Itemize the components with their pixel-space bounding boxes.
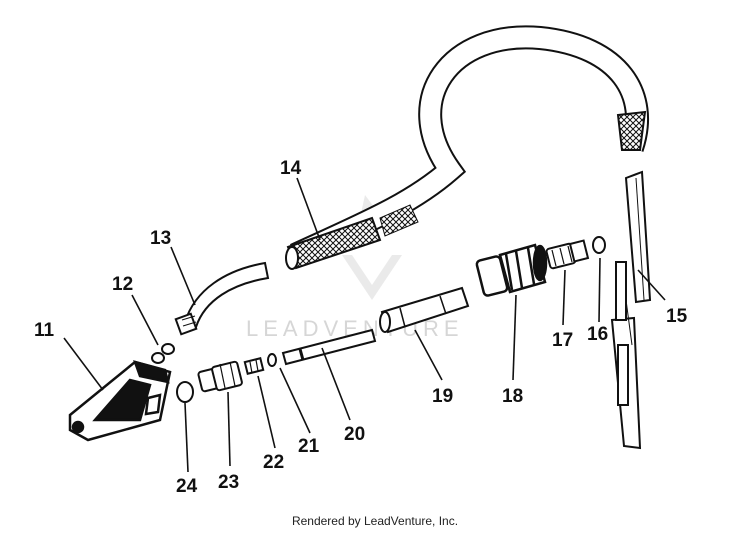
nipple-fitting <box>197 360 243 393</box>
callout-17: 17 <box>552 330 573 351</box>
callout-14: 14 <box>280 158 302 179</box>
callout-13: 13 <box>150 228 171 249</box>
callout-16: 16 <box>587 324 608 345</box>
washer <box>176 381 194 403</box>
sleeve-tube <box>379 286 470 334</box>
hose-braided-end <box>285 110 647 270</box>
callout-23: 23 <box>218 472 239 493</box>
callout-19: 19 <box>432 386 453 407</box>
callout-22: 22 <box>263 452 284 473</box>
callout-24: 24 <box>176 476 198 497</box>
wand-tube <box>610 170 652 450</box>
footer-credit: Rendered by LeadVenture, Inc. <box>291 514 459 528</box>
adapter-fitting <box>545 239 590 270</box>
callout-12: 12 <box>112 274 133 295</box>
small-o-ring <box>267 353 277 367</box>
nozzle-insert <box>243 357 265 375</box>
callout-18: 18 <box>502 386 523 407</box>
callout-20: 20 <box>344 424 365 445</box>
spray-gun-trigger <box>68 360 172 442</box>
callout-11: 11 <box>34 320 55 341</box>
coupler-nut <box>475 243 548 297</box>
hose-coil <box>289 25 649 266</box>
callout-21: 21 <box>298 436 320 457</box>
o-ring-pair <box>151 343 175 364</box>
curved-tube <box>174 261 270 336</box>
o-ring <box>592 236 606 254</box>
leader-lines <box>63 177 666 473</box>
callout-15: 15 <box>666 306 688 327</box>
extension-rod <box>281 328 377 366</box>
